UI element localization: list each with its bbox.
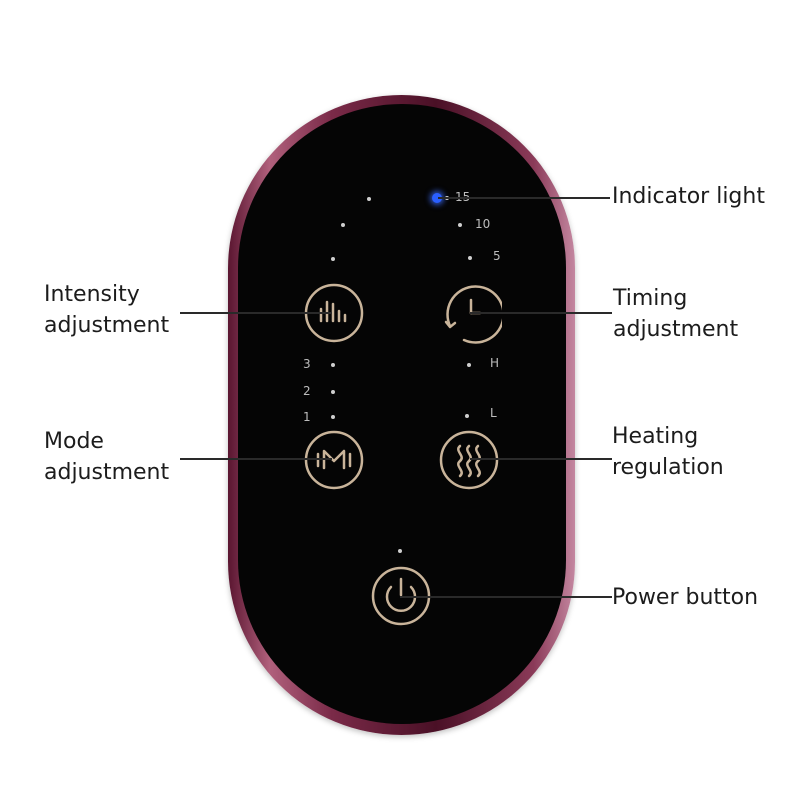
intensity-dot-high	[367, 197, 371, 201]
mode-label: Mode adjustment	[44, 426, 169, 488]
indicator-leader-line	[438, 197, 610, 199]
heat-low-dot	[465, 414, 469, 418]
timing-label-line2: adjustment	[613, 317, 739, 342]
mode-label-line1: Mode	[44, 429, 104, 454]
timing-label-line1: Timing	[613, 286, 688, 311]
intensity-dot-low	[331, 257, 335, 261]
heat-low-label: L	[490, 406, 497, 420]
heating-label-line2: regulation	[612, 455, 724, 480]
heating-leader-line	[470, 458, 612, 460]
mode-level-3-label: 3	[303, 357, 311, 371]
mode-level-1-label: 1	[303, 410, 311, 424]
power-button-label: Power button	[612, 582, 758, 613]
intensity-label-line1: Intensity	[44, 282, 140, 307]
intensity-label-line2: adjustment	[44, 313, 170, 338]
timer-dot-5	[468, 256, 472, 260]
heat-waves-icon	[439, 430, 499, 490]
indicator-light-text: Indicator light	[612, 184, 765, 209]
indicator-light	[432, 193, 442, 203]
heat-high-dot	[467, 363, 471, 367]
heating-button[interactable]	[438, 429, 500, 491]
heat-high-label: H	[490, 356, 500, 370]
mode-button[interactable]	[303, 429, 365, 491]
indicator-light-label: Indicator light	[612, 181, 765, 212]
power-button-text: Power button	[612, 585, 759, 610]
timer-label-5: 5	[493, 249, 501, 263]
mode-level-2-label: 2	[303, 384, 311, 398]
power-leader-line	[400, 596, 612, 598]
intensity-leader-line	[180, 312, 332, 314]
mode-level-3-dot	[331, 363, 335, 367]
timing-leader-line	[470, 312, 612, 314]
mode-level-2-dot	[331, 390, 335, 394]
heating-label: Heating regulation	[612, 421, 724, 483]
timer-label-10: 10	[475, 217, 491, 231]
mode-level-1-dot	[331, 415, 335, 419]
control-panel	[238, 104, 566, 724]
intensity-dot-mid	[341, 223, 345, 227]
intensity-label: Intensity adjustment	[44, 279, 169, 341]
mode-label-line2: adjustment	[44, 460, 170, 485]
timer-dot-10	[458, 223, 462, 227]
power-indicator-dot	[398, 549, 402, 553]
mode-m-icon	[304, 430, 364, 490]
timing-label: Timing adjustment	[613, 283, 738, 345]
heating-label-line1: Heating	[612, 424, 699, 449]
mode-leader-line	[180, 458, 332, 460]
